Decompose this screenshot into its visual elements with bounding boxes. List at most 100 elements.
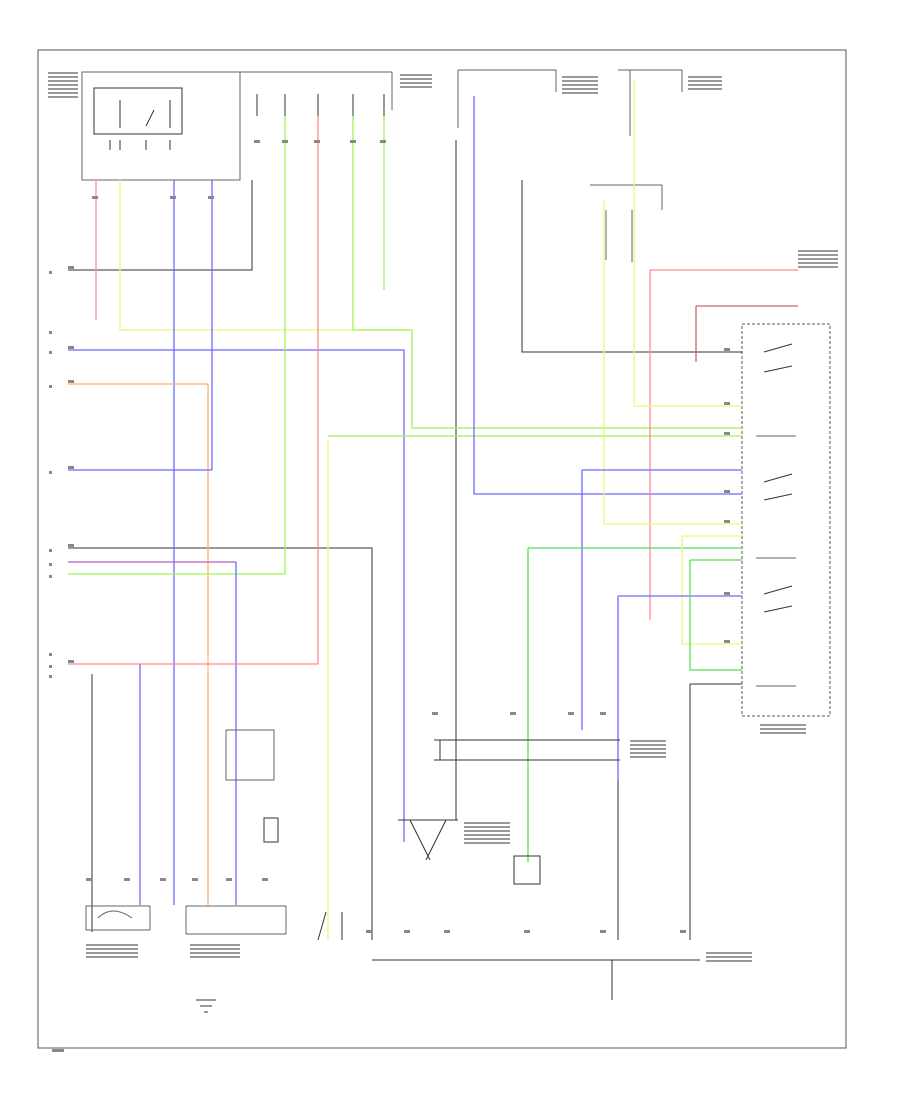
wire-tag (124, 878, 130, 881)
right-control-module (741, 323, 831, 717)
diagram-frame (37, 49, 847, 1049)
right-module-switches (763, 343, 793, 613)
margin-mark-1 (49, 271, 52, 274)
wire-tag (724, 432, 730, 435)
margin-mark-10 (49, 665, 52, 668)
wire-tag (432, 712, 438, 715)
wire-tag (724, 640, 730, 643)
yellow-wire-right-a (633, 80, 742, 407)
center-relay (398, 819, 541, 885)
wire-tag (254, 140, 260, 143)
right-module-terminals (756, 435, 796, 687)
wire-tag (524, 930, 530, 933)
label-block-top-left (48, 72, 78, 100)
wire-tag (568, 712, 574, 715)
dark-red-wire (695, 305, 798, 362)
wire-tag (724, 402, 730, 405)
top-left-relay-box (93, 87, 183, 135)
top-right-connector-b (618, 69, 683, 136)
label-block-right-sensor (630, 740, 666, 760)
label-block-top-right-a (562, 76, 598, 96)
green-wire-b (68, 116, 286, 575)
ground-bus-top (68, 180, 253, 271)
label-block-bottom-right (706, 952, 752, 964)
margin-mark-11 (49, 675, 52, 678)
blue-wire-top-right (473, 96, 742, 495)
wire-tag (724, 592, 730, 595)
wire-tag (724, 490, 730, 493)
bottom-switch (317, 911, 343, 941)
top-left-relay-switch (109, 100, 171, 150)
right-bus-wire (521, 180, 742, 353)
top-left-component-box (81, 71, 241, 181)
wire-tag (192, 878, 198, 881)
red-wire-right (649, 269, 798, 620)
top-right-connector-a (457, 69, 557, 128)
wire-tag (92, 196, 98, 199)
wire-tag (68, 346, 74, 349)
wire-tag (600, 930, 606, 933)
margin-mark-5 (49, 471, 52, 474)
wire-tag (262, 878, 268, 881)
wire-tag (380, 140, 386, 143)
lower-left-module-b (185, 905, 287, 935)
wire-tag (226, 878, 232, 881)
wire-tag (350, 140, 356, 143)
red-wire-long (68, 116, 319, 665)
lower-left-module-a (85, 905, 151, 931)
right-lower-bus (689, 683, 742, 940)
center-connector (434, 739, 620, 761)
wire-tag (86, 878, 92, 881)
green-wire-d (352, 116, 742, 429)
lower-left-sensor (263, 817, 279, 843)
page-ref-mark (52, 1049, 64, 1052)
dark-green-wire-low (689, 559, 742, 671)
wire-tag (314, 140, 320, 143)
margin-mark-8 (49, 575, 52, 578)
bottom-ground-symbol (196, 999, 216, 1013)
label-block-right-module (798, 250, 838, 270)
lower-left-component (225, 729, 275, 781)
left-bus-wire (68, 547, 373, 940)
wire-tag (724, 520, 730, 523)
margin-mark-6 (49, 549, 52, 552)
top-fuse-links (256, 94, 385, 116)
label-block-bottom-right-module (760, 724, 806, 736)
wire-tag (600, 712, 606, 715)
orange-wire-left (68, 383, 209, 905)
margin-mark-7 (49, 563, 52, 566)
margin-mark-2 (49, 331, 52, 334)
wire-tag (160, 878, 166, 881)
label-block-top-fuse (400, 74, 432, 90)
label-block-lower-left (86, 944, 138, 960)
blue-wire-right-b (617, 595, 742, 780)
margin-mark-4 (49, 385, 52, 388)
wire-tag (510, 712, 516, 715)
wire-tag (68, 660, 74, 663)
wire-tag (680, 930, 686, 933)
top-fuse-block (239, 71, 393, 110)
wire-tag (404, 930, 410, 933)
dark-green-wire-right (527, 547, 742, 862)
yellow-wire-right-b (603, 200, 742, 525)
wire-tag (68, 466, 74, 469)
blue-wire-right-a (581, 469, 742, 730)
label-block-center (464, 822, 510, 846)
margin-mark-9 (49, 653, 52, 656)
label-block-lower-mid (190, 944, 240, 960)
wire-tag (208, 196, 214, 199)
wire-tag (282, 140, 288, 143)
margin-mark-3 (49, 351, 52, 354)
label-block-top-right-b (688, 76, 722, 92)
wire-tag (68, 544, 74, 547)
mid-right-junction (590, 184, 663, 262)
blue-wire-mid (68, 349, 405, 842)
wire-tag (724, 348, 730, 351)
wire-tag (366, 930, 372, 933)
wire-tag (170, 196, 176, 199)
yellow-wire-top (119, 180, 412, 331)
wire-tag (68, 266, 74, 269)
wire-tag (444, 930, 450, 933)
wire-tag (68, 380, 74, 383)
